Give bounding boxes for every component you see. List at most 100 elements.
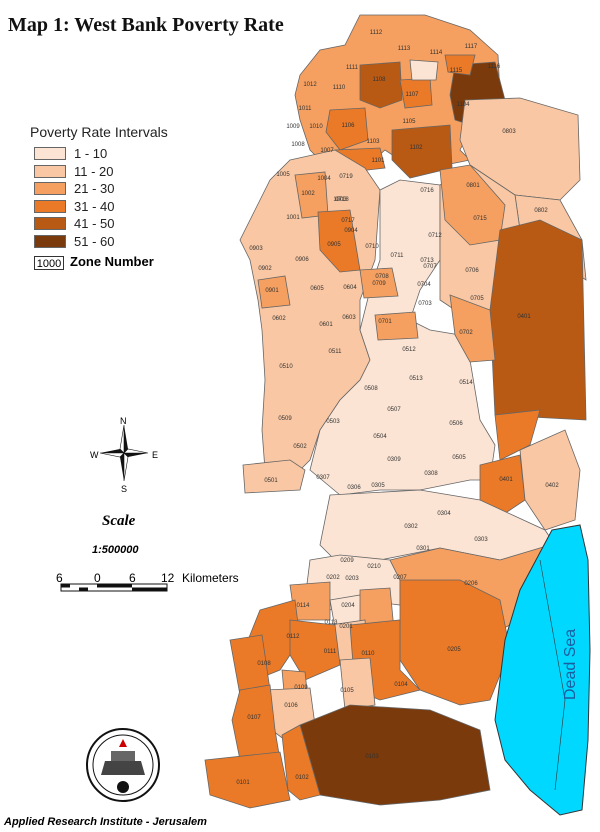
zone-label: 0102 — [295, 775, 309, 781]
zone-label: 0401 — [499, 477, 513, 483]
scale-ratio: 1:500000 — [92, 544, 139, 556]
zone-label: 0503 — [326, 419, 340, 425]
zone-label: 0109 — [294, 685, 308, 691]
legend-swatch — [34, 147, 66, 160]
zone-label: 0712 — [428, 233, 442, 239]
dead-sea-label: Dead Sea — [562, 629, 579, 700]
zone-label: 0509 — [278, 416, 292, 422]
zone-label: 0202 — [326, 575, 340, 581]
zone-label: 0306 — [347, 485, 361, 491]
zone-label: 1005 — [276, 172, 290, 178]
region-shape — [242, 459, 306, 494]
legend-label: 1 - 10 — [74, 146, 108, 161]
zone-label: 1102 — [410, 145, 424, 151]
zone-label: 1011 — [299, 106, 313, 112]
zone-label: 0305 — [371, 483, 385, 489]
zone-label: 0803 — [502, 129, 516, 135]
region-shape — [391, 124, 453, 179]
region-shape — [409, 59, 439, 81]
zone-label: 1114 — [430, 50, 443, 56]
zone-label: 0603 — [342, 315, 356, 321]
region-shape — [444, 54, 476, 76]
legend-swatch — [34, 234, 66, 248]
region-shape — [374, 311, 419, 341]
compass-w: W — [90, 450, 99, 460]
zone-label: 0206 — [464, 581, 478, 587]
zone-label: 0704 — [417, 282, 431, 288]
zone-label: 0716 — [420, 188, 434, 194]
zone-label: 0114 — [297, 603, 311, 609]
scale-bar — [60, 583, 168, 592]
zone-label: 0302 — [404, 524, 418, 530]
zone-label: 1110 — [333, 85, 346, 91]
zone-label: 0511 — [329, 349, 343, 355]
dead-sea-shape — [494, 524, 591, 816]
zone-label: 0507 — [387, 407, 401, 413]
zone-label: 0901 — [265, 288, 279, 294]
legend-item: 11 - 20 — [34, 164, 114, 179]
region-shape — [489, 219, 587, 421]
zone-label: 1001 — [286, 215, 300, 221]
zone-label: 0702 — [459, 330, 473, 336]
legend-item: 31 - 40 — [34, 199, 114, 214]
zone-label: 0504 — [373, 434, 387, 440]
zone-label: 0604 — [343, 285, 357, 291]
zone-label: 0904 — [344, 228, 358, 234]
zone-label: 0512 — [402, 347, 416, 353]
zone-label: 0203 — [345, 576, 359, 582]
legend-label: 41 - 50 — [74, 216, 115, 231]
region-shape — [359, 267, 399, 299]
zone-label: 0501 — [264, 478, 278, 484]
zone-label: 0105 — [340, 688, 354, 694]
scale-tick: 6 — [129, 571, 136, 585]
zone-label: 0510 — [279, 364, 293, 370]
legend-label: 21 - 30 — [74, 181, 115, 196]
zone-label: 1003 — [333, 197, 347, 203]
region-shape — [449, 294, 496, 363]
scale-tick: 12 — [161, 571, 175, 585]
legend-swatch — [34, 199, 66, 213]
zone-label: 1004 — [317, 176, 331, 182]
legend-item: 21 - 30 — [34, 181, 114, 196]
zone-label: 0103 — [365, 754, 379, 760]
zone-label: 1008 — [291, 142, 305, 148]
zone-label: 1101 — [372, 158, 386, 164]
zone-label: 1009 — [286, 124, 300, 130]
zone-label: 1108 — [373, 77, 387, 83]
zone-label: 1002 — [301, 191, 315, 197]
zone-label: 0711 — [391, 253, 405, 259]
region-shape — [257, 275, 291, 309]
legend-item: 1 - 10 — [34, 146, 107, 161]
region-shape — [494, 409, 541, 461]
zone-label: 0209 — [340, 558, 354, 564]
legend-label: 51 - 60 — [74, 233, 115, 249]
region-shape — [339, 657, 376, 711]
zone-label: 0514 — [459, 380, 473, 386]
zone-label: 0401 — [517, 314, 531, 320]
zone-label: 0706 — [465, 268, 479, 274]
legend-item: 41 - 50 — [34, 216, 114, 231]
region-shape — [325, 107, 369, 151]
zone-label: 0201 — [339, 624, 353, 630]
compass-e: E — [152, 450, 159, 460]
zone-label: 0513 — [409, 376, 423, 382]
region-shape — [299, 704, 491, 806]
legend-label: 31 - 40 — [74, 198, 115, 214]
compass-n: N — [120, 416, 127, 426]
zone-label: 0207 — [393, 575, 407, 581]
zone-label: 0508 — [364, 386, 378, 392]
legend-swatch — [34, 217, 66, 230]
zone-label: 1007 — [320, 148, 334, 154]
zone-label: 0108 — [257, 661, 271, 667]
zone-label: 0106 — [284, 703, 298, 709]
zone-label: 1113 — [398, 46, 411, 52]
zone-label: 0506 — [449, 421, 463, 427]
zone-label: 0110 — [362, 651, 376, 657]
zone-label: 0602 — [272, 316, 286, 322]
zone-label: 0502 — [293, 444, 307, 450]
zone-label: 0701 — [378, 319, 392, 325]
region-shape — [289, 619, 341, 681]
zone-label: 1106 — [342, 123, 356, 129]
